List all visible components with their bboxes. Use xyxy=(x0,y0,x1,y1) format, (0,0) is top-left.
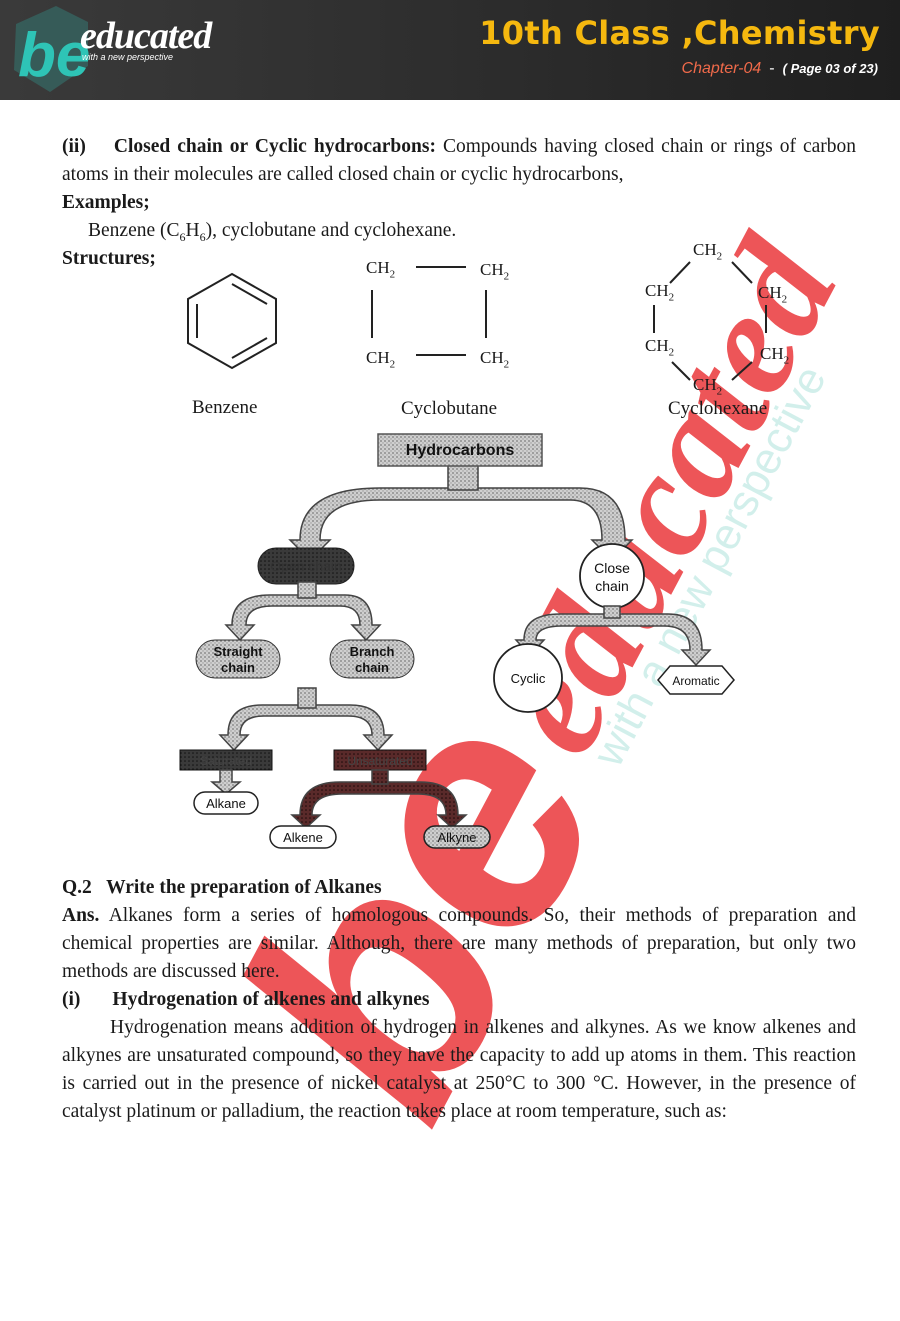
section-heading: Closed chain or Cyclic hydrocarbons: xyxy=(113,136,436,157)
structure-lines xyxy=(187,261,767,381)
flow-alkane: Alkane xyxy=(206,796,246,811)
flow-alkene: Alkene xyxy=(283,830,323,845)
answer-text: Alkanes form a series of homologous comp… xyxy=(62,905,856,982)
cyclobutane-ch2-tl: CH2 xyxy=(366,258,396,281)
cyclohexane-ch2-lr: CH2 xyxy=(760,344,790,367)
subsection-i: (i) Hydrogenation of alkenes and alkynes xyxy=(62,986,856,1014)
flow-alkyne: Alkyne xyxy=(437,830,476,845)
brand-tagline: with a new perspective xyxy=(82,52,174,62)
flow-cyclic: Cyclic xyxy=(511,671,546,686)
cyclohexane-ch2-ll: CH2 xyxy=(645,336,675,359)
cyclobutane-ch2-tr: CH2 xyxy=(480,260,510,283)
structures-label: Structures; xyxy=(62,248,156,269)
svg-text:Branch: Branch xyxy=(350,644,395,659)
cyclic-definition: (ii) Closed chain or Cyclic hydrocarbons… xyxy=(62,133,856,189)
svg-text:be: be xyxy=(18,21,90,90)
subsection-label: (i) xyxy=(62,989,81,1010)
benzene-label: Benzene xyxy=(192,397,258,418)
separator: - xyxy=(769,60,775,77)
hydrocarbon-flowchart: Hydrocarbons Open chain Close chain Stra… xyxy=(179,433,735,849)
svg-text:chain: chain xyxy=(221,660,255,675)
page-number: ( Page 03 of 23) xyxy=(782,61,878,76)
answer-2: Ans. Alkanes form a series of homologous… xyxy=(62,902,856,986)
flow-root: Hydrocarbons xyxy=(406,442,515,459)
cyclobutane-bonds xyxy=(371,266,487,356)
brand-name: educated xyxy=(80,15,212,57)
cyclobutane-ch2-bl: CH2 xyxy=(366,348,396,371)
cyclohexane-ch2-ul: CH2 xyxy=(645,281,675,304)
examples-label: Examples; xyxy=(62,192,150,213)
flow-aromatic: Aromatic xyxy=(672,674,719,688)
examples-text: Benzene (C6H6), cyclobutane and cyclohex… xyxy=(88,220,457,244)
cyclobutane-ch2-br: CH2 xyxy=(480,348,510,371)
flow-open-chain: Open chain xyxy=(270,558,342,574)
flow-saturated: Saturated xyxy=(200,754,252,768)
question-label: Q.2 xyxy=(62,877,92,898)
cyclohexane-ch2-top: CH2 xyxy=(693,240,723,263)
page-title: 10th Class ,Chemistry xyxy=(479,14,880,52)
section-text: Compounds having closed chain or rings o… xyxy=(62,136,857,185)
page-header: be educated with a new perspective 10th … xyxy=(0,0,900,100)
benzene-ring xyxy=(187,272,277,370)
answer-label: Ans. xyxy=(62,905,100,926)
svg-text:Straight: Straight xyxy=(213,644,263,659)
cyclohexane-ch2-ur: CH2 xyxy=(758,283,788,306)
flow-unsaturated: Unsaturated xyxy=(347,754,412,768)
question-text: Write the preparation of Alkanes xyxy=(106,877,382,898)
cyclohexane-label: Cyclohexane xyxy=(668,398,768,419)
question-2: Q.2 Write the preparation of Alkanes xyxy=(62,874,856,902)
cyclobutane-label: Cyclobutane xyxy=(401,398,498,419)
cyclohexane-bonds xyxy=(653,261,767,381)
chapter-label: Chapter-04 xyxy=(681,60,762,77)
hydrogenation-paragraph: Hydrogenation means addition of hydrogen… xyxy=(62,1017,856,1122)
beeducated-logo: be xyxy=(14,6,90,92)
section-label: (ii) xyxy=(62,136,86,157)
flow-close-line1: Close xyxy=(594,560,630,576)
cyclohexane-ch2-bottom: CH2 xyxy=(693,375,723,398)
flow-close-line2: chain xyxy=(595,578,628,594)
chapter-info: Chapter-04-( Page 03 of 23) xyxy=(682,60,878,78)
svg-text:chain: chain xyxy=(355,660,389,675)
subsection-heading: Hydrogenation of alkenes and alkynes xyxy=(112,989,430,1010)
